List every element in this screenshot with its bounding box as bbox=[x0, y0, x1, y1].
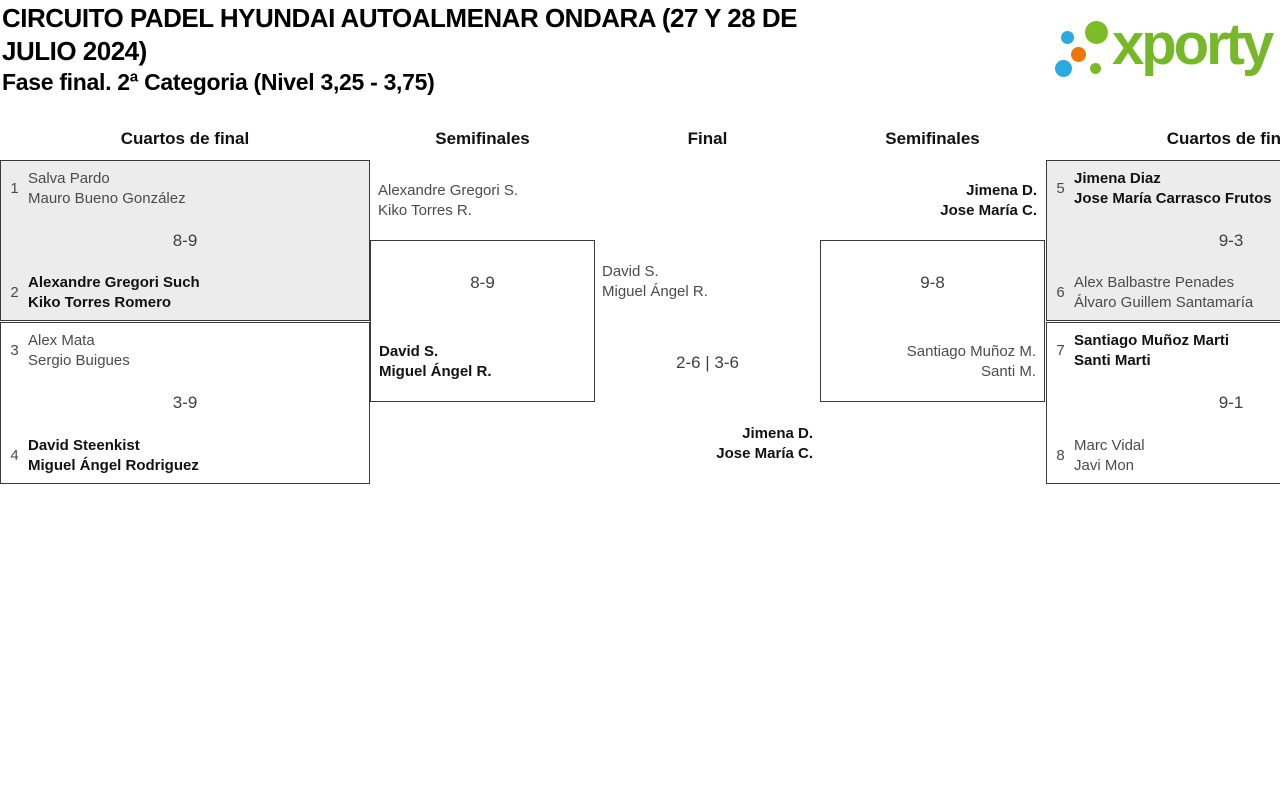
seed-number: 5 bbox=[1056, 180, 1065, 197]
seed-number: 7 bbox=[1056, 342, 1065, 359]
match-score: 8-9 bbox=[172, 230, 198, 250]
team-row: 2 Alexandre Gregori Such Kiko Torres Rom… bbox=[1, 273, 369, 312]
team-row: 3 Alex Mata Sergio Buigues bbox=[1, 331, 369, 370]
logo-dot-blue-big-icon bbox=[1055, 60, 1072, 77]
seed-number: 1 bbox=[10, 180, 19, 197]
logo-dot-blue-small-icon bbox=[1061, 31, 1074, 44]
final-team1: David S. Miguel Ángel R. bbox=[602, 262, 708, 301]
player-name: Álvaro Guillem Santamaría bbox=[1074, 293, 1254, 311]
seed-number: 6 bbox=[1056, 284, 1065, 301]
player-name: Salva Pardo bbox=[28, 170, 110, 187]
sf-left-team1: Alexandre Gregori S. Kiko Torres R. bbox=[378, 181, 518, 220]
column-header-semifinals-left: Semifinales bbox=[435, 129, 530, 148]
player-name: Jose María C. bbox=[940, 201, 1037, 219]
player-name: Alex Balbastre Penades bbox=[1074, 274, 1235, 291]
seed-number: 3 bbox=[10, 342, 19, 359]
final-score: 2-6 | 3-6 bbox=[675, 353, 739, 372]
player-name: Jimena D. bbox=[742, 425, 813, 442]
player-name: Santiago Muñoz M. bbox=[906, 343, 1036, 360]
team-names-winner: David Steenkist Miguel Ángel Rodriguez bbox=[28, 436, 199, 475]
player-name: David S. bbox=[602, 263, 659, 280]
team-names-winner: David S. Miguel Ángel R. bbox=[371, 342, 492, 381]
team-names-winner: Alexandre Gregori Such Kiko Torres Romer… bbox=[28, 273, 200, 312]
team-names-winner: Jimena Diaz Jose María Carrasco Frutos bbox=[1074, 169, 1272, 208]
seed-number: 8 bbox=[1056, 447, 1065, 464]
team-row: 7 Santiago Muñoz Marti Santi Marti bbox=[1047, 331, 1280, 370]
match-score: 9-3 bbox=[1218, 230, 1244, 250]
team-names-winner: Santiago Muñoz Marti Santi Marti bbox=[1074, 331, 1229, 370]
team-row: 6 Alex Balbastre Penades Álvaro Guillem … bbox=[1047, 273, 1280, 312]
seed-number: 2 bbox=[10, 284, 19, 301]
player-name: David Steenkist bbox=[28, 437, 140, 454]
seed-number: 4 bbox=[10, 447, 19, 464]
xporty-logo: xporty bbox=[1048, 12, 1278, 96]
player-name: Sergio Buigues bbox=[28, 351, 130, 369]
match-score: 3-9 bbox=[172, 393, 198, 412]
player-name: Jimena Diaz bbox=[1074, 170, 1161, 187]
player-name: Marc Vidal bbox=[1074, 437, 1145, 454]
logo-wordmark: xporty bbox=[1112, 12, 1274, 77]
team-row: Santiago Muñoz M. Santi M. bbox=[821, 342, 1044, 381]
match-qf-left-1: 1 Salva Pardo Mauro Bueno González 8-9 2… bbox=[0, 160, 370, 321]
team-names: Santiago Muñoz M. Santi M. bbox=[821, 342, 1044, 381]
column-header-quarterfinals-right: Cuartos de final bbox=[1166, 129, 1280, 148]
team-names: Alex Balbastre Penades Álvaro Guillem Sa… bbox=[1074, 273, 1253, 312]
match-score: 8-9 bbox=[470, 273, 495, 292]
team-row: 5 Jimena Diaz Jose María Carrasco Frutos bbox=[1047, 169, 1280, 208]
player-name: Miguel Ángel Rodriguez bbox=[28, 456, 199, 474]
player-name: Jimena D. bbox=[966, 182, 1037, 199]
logo-dot-orange-icon bbox=[1071, 47, 1086, 62]
column-header-final: Final bbox=[687, 129, 728, 148]
final-winner: Jimena D. Jose María C. bbox=[595, 424, 813, 463]
player-name: Mauro Bueno González bbox=[28, 189, 186, 207]
logo-dot-green-small-icon bbox=[1090, 63, 1101, 74]
team-row: 1 Salva Pardo Mauro Bueno González bbox=[1, 169, 369, 208]
match-qf-right-2: 7 Santiago Muñoz Marti Santi Marti 9-1 8… bbox=[1046, 322, 1280, 484]
player-name: Alexandre Gregori S. bbox=[378, 182, 519, 199]
player-name: Jose María C. bbox=[716, 444, 813, 462]
player-name: Alexandre Gregori Such bbox=[28, 274, 200, 291]
player-name: Santiago Muñoz Marti bbox=[1074, 332, 1229, 349]
player-name: Kiko Torres Romero bbox=[28, 293, 172, 311]
page-subtitle: Fase final. 2ª Categoria (Nivel 3,25 - 3… bbox=[2, 69, 435, 95]
team-names: Alex Mata Sergio Buigues bbox=[28, 331, 130, 370]
player-name: Kiko Torres R. bbox=[378, 201, 472, 219]
match-sf-right: 9-8 Santiago Muñoz M. Santi M. bbox=[820, 240, 1045, 402]
player-name: Jose María Carrasco Frutos bbox=[1074, 189, 1272, 207]
player-name: Javi Mon bbox=[1074, 456, 1135, 474]
team-names: Marc Vidal Javi Mon bbox=[1074, 436, 1145, 475]
player-name: Miguel Ángel R. bbox=[379, 362, 492, 380]
match-score: 9-1 bbox=[1218, 393, 1244, 412]
player-name: David S. bbox=[379, 343, 439, 360]
sf-right-team1: Jimena D. Jose María C. bbox=[820, 181, 1037, 220]
match-sf-left: 8-9 David S. Miguel Ángel R. bbox=[370, 240, 595, 402]
team-row: David S. Miguel Ángel R. bbox=[371, 342, 594, 381]
player-name: Miguel Ángel R. bbox=[602, 282, 708, 300]
logo-dot-green-big-icon bbox=[1085, 21, 1108, 44]
player-name: Alex Mata bbox=[28, 332, 95, 349]
match-score: 9-8 bbox=[920, 273, 945, 292]
column-header-quarterfinals-left: Cuartos de final bbox=[120, 129, 250, 148]
team-row: 8 Marc Vidal Javi Mon bbox=[1047, 436, 1280, 475]
match-qf-left-2: 3 Alex Mata Sergio Buigues 3-9 4 David S… bbox=[0, 322, 370, 484]
team-names: Salva Pardo Mauro Bueno González bbox=[28, 169, 186, 208]
column-header-semifinals-right: Semifinales bbox=[885, 129, 980, 148]
team-row: 4 David Steenkist Miguel Ángel Rodriguez bbox=[1, 436, 369, 475]
page-title: CIRCUITO PADEL HYUNDAI AUTOALMENAR ONDAR… bbox=[2, 3, 798, 66]
player-name: Santi Marti bbox=[1074, 351, 1151, 369]
player-name: Santi M. bbox=[980, 362, 1036, 380]
match-qf-right-1: 5 Jimena Diaz Jose María Carrasco Frutos… bbox=[1046, 160, 1280, 321]
